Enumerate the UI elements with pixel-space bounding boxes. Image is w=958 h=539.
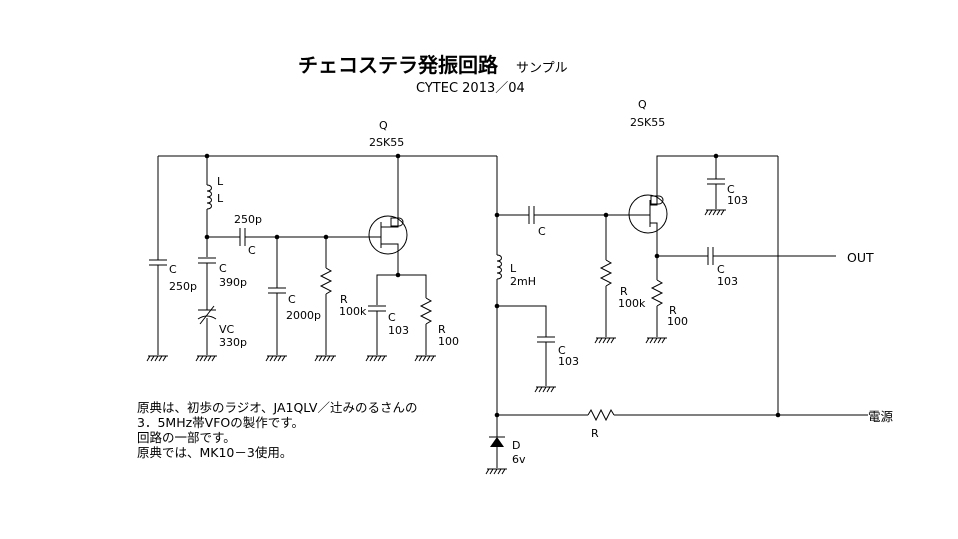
c6-ref: C (538, 225, 546, 238)
ground-symbol (195, 355, 217, 362)
note-line: 原典では、MK10－3使用。 (137, 445, 292, 460)
ground-symbol (704, 209, 726, 216)
capacitor-c1 (149, 156, 167, 355)
c7-value: 103 (558, 355, 579, 368)
inductor-l2 (494, 254, 502, 437)
output-line (654, 247, 836, 265)
d1-ref: D (512, 439, 520, 452)
capacitor-c5 (368, 305, 386, 355)
q2-ref: Q (638, 98, 647, 111)
c1-value: 250p (169, 280, 197, 293)
resistor-r1 (319, 237, 333, 355)
top-rail (158, 153, 497, 159)
r2-ref: R (438, 323, 446, 336)
title-suffix: サンプル (516, 61, 568, 76)
resistor-r2 (419, 297, 433, 355)
source-network-q1 (376, 272, 427, 305)
title-main: チェコステラ発振回路 (298, 53, 499, 77)
c9-ref: C (717, 263, 725, 276)
r1-value: 100k (339, 305, 367, 318)
c5-ref: C (388, 311, 396, 324)
ground-symbol (645, 337, 667, 344)
c2-value: 390p (219, 276, 247, 289)
r3-value: 100k (618, 297, 646, 310)
ground-symbol (146, 355, 168, 362)
ground-symbol (534, 386, 556, 393)
capacitor-c8 (707, 156, 725, 209)
ground-symbol (314, 355, 336, 362)
r5-ref: R (591, 427, 599, 440)
c3-ref: C (248, 244, 256, 257)
r4-ref: R (669, 304, 677, 317)
l2-value: 2mH (510, 275, 536, 288)
d1-value: 6v (512, 453, 526, 466)
zener-diode-d1 (489, 436, 505, 468)
power-terminal-label: 電源 (868, 409, 894, 424)
vc-ref: VC (219, 323, 235, 336)
c2-ref: C (219, 262, 227, 275)
ground-symbol (414, 355, 436, 362)
c8-value: 103 (727, 194, 748, 207)
c1-ref: C (169, 263, 177, 276)
l2-ref: L (510, 262, 517, 275)
inductor-l1 (204, 156, 212, 257)
ground-symbol (594, 337, 616, 344)
ground-symbol (365, 355, 387, 362)
vc-value: 330p (219, 336, 247, 349)
capacitor-c2 (198, 257, 216, 310)
title-credit: CYTEC 2013／04 (416, 81, 525, 96)
c4-value: 2000p (286, 309, 321, 322)
q1-part: 2SK55 (369, 136, 404, 149)
q2-part: 2SK55 (630, 116, 665, 129)
l1-value: L (217, 192, 224, 205)
capacitor-c4 (268, 237, 286, 355)
ground-symbol (485, 468, 507, 475)
resistor-r3 (599, 215, 613, 337)
capacitor-c3 (207, 228, 369, 246)
c8-ref: C (727, 183, 735, 196)
jfet-q1 (368, 156, 408, 275)
q1-ref: Q (379, 119, 388, 132)
resistor-r4 (650, 256, 664, 337)
r2-value: 100 (438, 335, 459, 348)
supply-bus-stage1 (494, 156, 500, 255)
power-rail (497, 408, 868, 422)
c5-value: 103 (388, 324, 409, 337)
r4-value: 100 (667, 315, 688, 328)
ground-symbol (265, 355, 287, 362)
note-line: 3．5MHz帯VFOの製作です。 (137, 415, 304, 430)
c7-ref: C (558, 344, 566, 357)
c9-value: 103 (717, 275, 738, 288)
variable-capacitor-vc (197, 305, 217, 355)
capacitor-c7 (497, 305, 555, 386)
r3-ref: R (620, 285, 628, 298)
l1-ref: L (217, 175, 224, 188)
capacitor-c6 (497, 206, 631, 224)
note-line: 原典は、初歩のラジオ、JA1QLV／辻みのるさんの (137, 400, 417, 415)
jfet-q2 (628, 153, 778, 256)
c3-value: 250p (234, 213, 262, 226)
c4-ref: C (288, 293, 296, 306)
note-line: 回路の一部です。 (137, 430, 236, 445)
output-terminal-label: OUT (847, 250, 874, 265)
r1-ref: R (340, 293, 348, 306)
